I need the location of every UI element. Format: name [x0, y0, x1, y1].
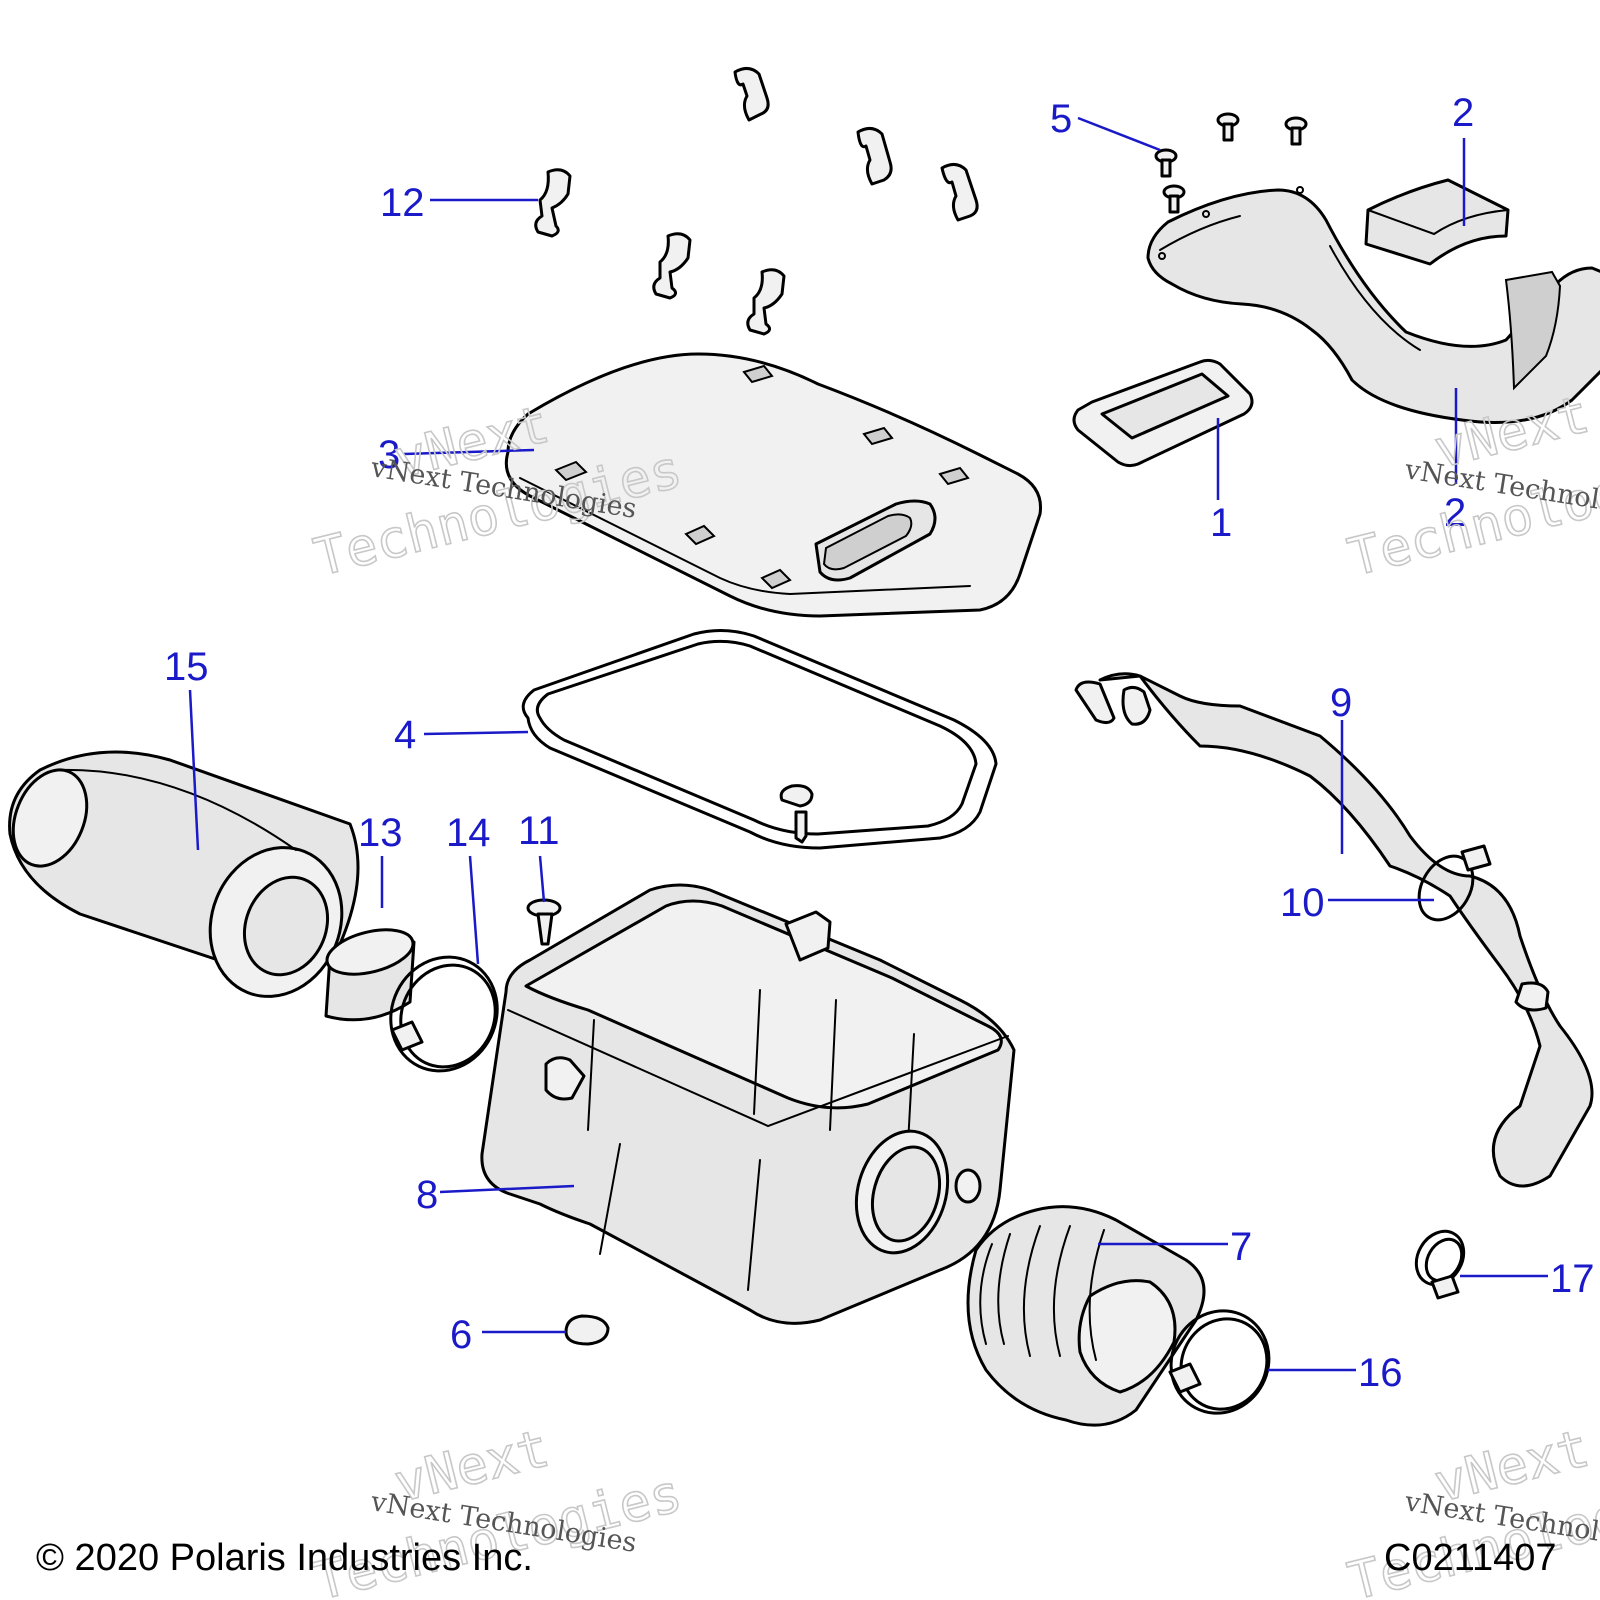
callout-2a: 2: [1452, 91, 1474, 135]
clip-part: [733, 67, 770, 122]
airbox-cover: [504, 352, 1043, 618]
callout-17: 17: [1550, 1257, 1595, 1301]
clip-part: [746, 268, 786, 336]
callout-12: 12: [380, 181, 425, 225]
screw-part: [1284, 116, 1308, 146]
leader-14: [468, 855, 480, 965]
leader-3: [403, 448, 535, 456]
leader-lines: [188, 116, 1548, 1372]
callout-14: 14: [446, 811, 491, 855]
screw-part: [1216, 112, 1240, 142]
callout-2b: 2: [1444, 491, 1466, 535]
clip-part: [534, 168, 572, 238]
intake-boot: [966, 1205, 1206, 1427]
duct-cap: [1364, 178, 1510, 266]
airbox-housing: [480, 883, 1016, 1325]
duct-flange-gasket: [1072, 358, 1254, 468]
nut: [564, 1314, 610, 1346]
leader-4: [423, 730, 529, 736]
hose-clamp-10: [1417, 844, 1492, 922]
screw-group: [1154, 112, 1308, 214]
airbox-seal: [521, 629, 998, 850]
callout-9: 9: [1330, 681, 1352, 725]
leader-15: [188, 689, 200, 851]
clip-part: [856, 127, 893, 186]
screw-part: [1154, 148, 1178, 178]
clip-part: [652, 232, 692, 300]
hose-clamp-16: [1168, 1309, 1271, 1415]
diagram-code: C0211407: [1384, 1537, 1557, 1579]
air-filter: [8, 750, 360, 998]
hose-clamp-14: [389, 955, 499, 1073]
clip-12-group: [534, 67, 979, 336]
callout-7: 7: [1230, 1225, 1252, 1269]
watermark-top-right: vNext Technologies vNext Technologies: [1342, 384, 1600, 590]
copyright-notice: © 2020 Polaris Industries Inc.: [36, 1537, 533, 1579]
coupler-ring: [324, 928, 416, 1022]
breather-tube: [1074, 672, 1594, 1188]
callout-numbers: 1 2 2 3 4 5 6 7 8 9 10 11 12 13 14 15 16…: [164, 91, 1595, 1395]
clip-part: [940, 163, 979, 222]
leader-8: [439, 1184, 575, 1194]
callout-6: 6: [450, 1313, 472, 1357]
callout-13: 13: [358, 811, 403, 855]
callout-16: 16: [1358, 1351, 1403, 1395]
callout-4: 4: [394, 713, 416, 757]
screw-part: [1162, 184, 1186, 214]
intake-duct: [1146, 186, 1600, 424]
leader-5: [1077, 116, 1161, 152]
screw-part: [779, 784, 814, 844]
callout-11: 11: [518, 809, 560, 853]
callout-10: 10: [1280, 881, 1325, 925]
callout-5: 5: [1050, 97, 1072, 141]
hose-clamp-17: [1414, 1229, 1466, 1300]
callout-1: 1: [1210, 501, 1232, 545]
callout-15: 15: [164, 645, 209, 689]
callout-8: 8: [416, 1173, 438, 1217]
callout-3: 3: [378, 433, 400, 477]
push-rivet: [526, 898, 562, 946]
leader-11: [538, 855, 546, 903]
